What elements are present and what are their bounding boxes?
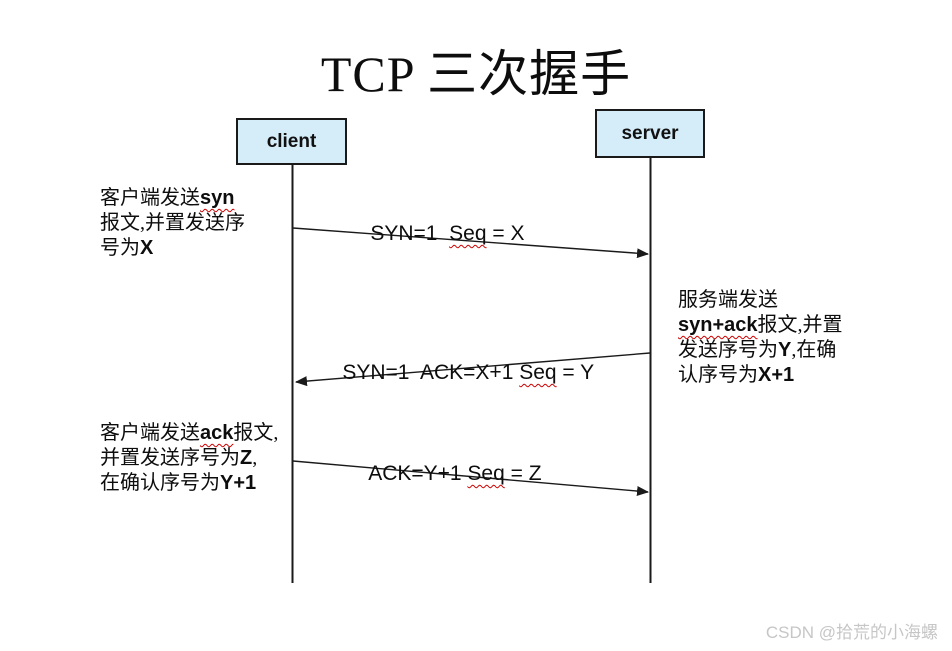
annotation-client-syn: 客户端发送syn 报文,并置发送序 号为X — [100, 186, 245, 261]
annotation-text: 在确认序号为 — [100, 472, 220, 494]
client-label: client — [266, 130, 317, 152]
annotation-line: 报文,并置发送序 — [100, 212, 245, 234]
message-text: ACK=Y+1 — [368, 462, 468, 485]
client-box: client — [236, 118, 347, 165]
annotation-line: 认序号为X+1 — [678, 363, 843, 388]
annotation-text: 客户端发送 — [100, 422, 200, 444]
message-text: = X — [486, 222, 525, 245]
annotation-keyword: X+1 — [758, 364, 795, 386]
annotation-text: 认序号为 — [678, 364, 758, 386]
annotation-line: 并置发送序号为Z, — [100, 446, 278, 471]
message-ack-label: ACK=Y+1 Seq = Z — [346, 438, 542, 510]
annotation-line: 发送序号为Y,在确 — [678, 338, 843, 363]
annotation-line: syn+ack报文,并置 — [678, 313, 843, 338]
message-seq-word: Seq — [519, 361, 557, 384]
message-text: = Z — [504, 462, 542, 485]
annotation-text: 报文,并置 — [757, 314, 843, 336]
annotation-keyword: Z — [240, 447, 253, 469]
server-label: server — [621, 122, 679, 144]
annotation-server-synack: 服务端发送 syn+ack报文,并置 发送序号为Y,在确 认序号为X+1 — [678, 288, 843, 388]
annotation-text: 发送序号为 — [678, 339, 778, 361]
annotation-keyword: syn+ack — [678, 314, 758, 336]
annotation-text: 号为 — [100, 237, 140, 259]
annotation-line: 号为X — [100, 236, 245, 261]
annotation-client-ack: 客户端发送ack报文, 并置发送序号为Z, 在确认序号为Y+1 — [100, 421, 278, 496]
annotation-line: 服务端发送 — [678, 289, 778, 311]
csdn-watermark: CSDN @拾荒的小海螺 — [765, 623, 938, 642]
annotation-line: 客户端发送ack报文, — [100, 421, 278, 446]
diagram-title: TCP 三次握手 — [320, 46, 632, 102]
annotation-keyword: Y+1 — [220, 472, 257, 494]
annotation-keyword: syn — [200, 187, 235, 209]
ack-arrow — [292, 460, 649, 497]
message-text: SYN=1 — [370, 222, 450, 245]
syn-arrow — [292, 227, 649, 259]
annotation-text: , — [252, 447, 258, 469]
annotation-line: 客户端发送syn — [100, 186, 245, 211]
annotation-text: 报文, — [233, 422, 279, 444]
annotation-text: ,在确 — [791, 339, 837, 361]
annotation-keyword: ack — [200, 422, 234, 444]
annotation-keyword: Y — [778, 339, 792, 361]
synack-arrow — [295, 352, 651, 387]
annotation-text: 并置发送序号为 — [100, 447, 240, 469]
message-text: = Y — [556, 361, 595, 384]
message-synack-label: SYN=1 ACK=X+1 Seq = Y — [319, 337, 594, 409]
message-text: SYN=1 ACK=X+1 — [342, 361, 520, 384]
message-seq-word: Seq — [467, 462, 505, 485]
message-seq-word: Seq — [449, 222, 487, 245]
annotation-keyword: X — [140, 237, 154, 259]
message-syn-label: SYN=1 Seq = X — [347, 198, 524, 270]
annotation-line: 在确认序号为Y+1 — [100, 471, 278, 496]
annotation-text: 客户端发送 — [100, 187, 200, 209]
